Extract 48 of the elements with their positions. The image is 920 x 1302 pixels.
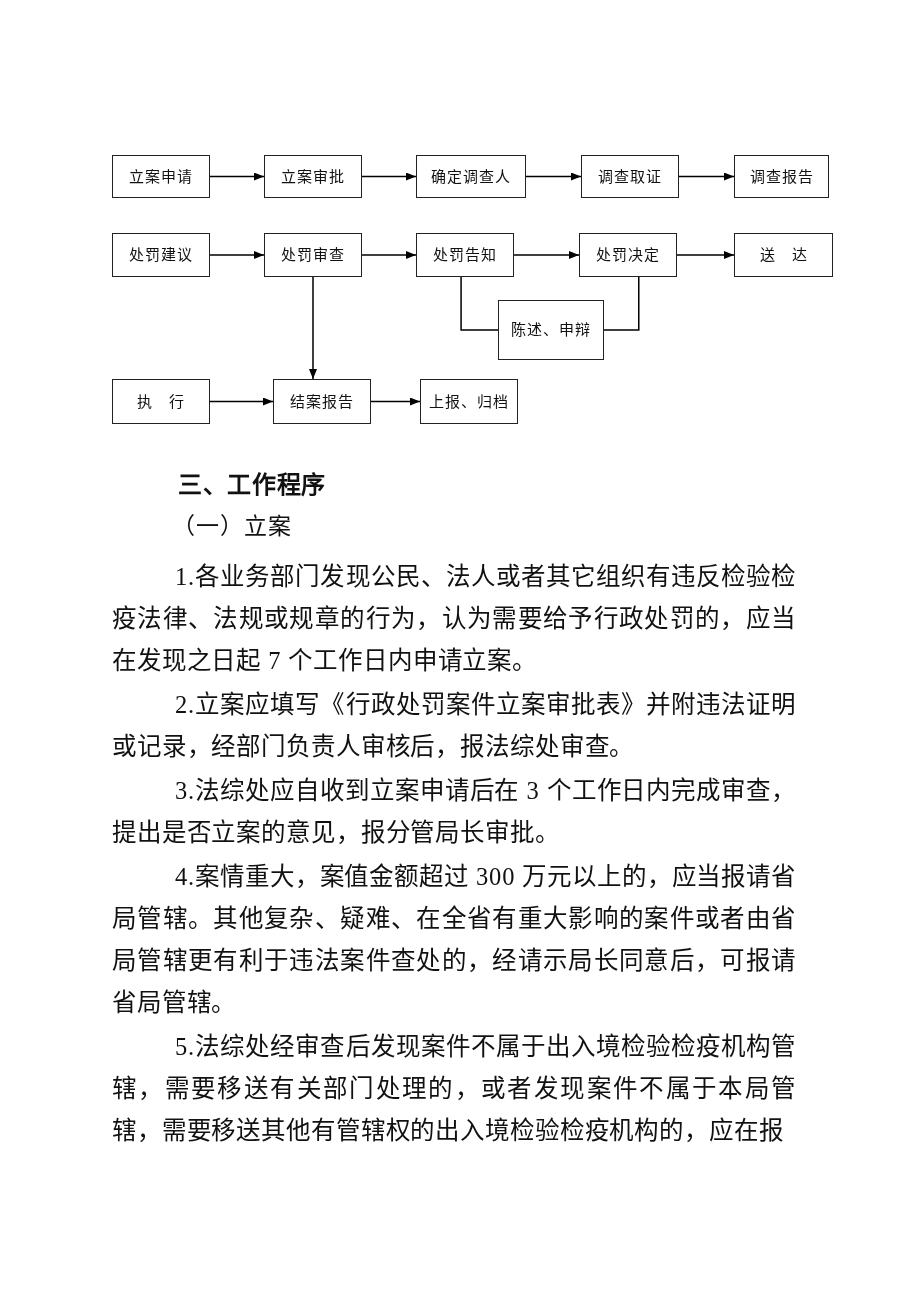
paragraph: 5.法综处经审查后发现案件不属于出入境检验检疫机构管辖，需要移送有关部门处理的，或者发现案件不属于本局管辖，需要移送其他有管辖权的出入境检验检疫机构的，应在报 (112, 1032, 796, 1146)
section-heading: 三、工作程序 (178, 471, 327, 500)
arrow (676, 251, 735, 259)
step-label: 调查报告 (749, 167, 814, 186)
arrow (209, 397, 274, 406)
arrow (513, 251, 580, 259)
step-label: 送 达 (759, 246, 808, 264)
process-box (416, 155, 526, 198)
process-box (264, 155, 362, 198)
process-box (734, 233, 833, 277)
subsection-heading: （一）立案 (172, 513, 292, 541)
step-label: 陈述、申辩 (511, 321, 591, 339)
arrow (361, 172, 417, 181)
step-label: 确定调查人 (431, 167, 511, 186)
step-label: 调查取证 (598, 167, 662, 186)
step-label: 结案报告 (290, 392, 354, 411)
process-box (734, 155, 829, 198)
step-label: 处罚建议 (129, 246, 193, 264)
process-box (112, 155, 210, 198)
process-box (273, 379, 371, 424)
arrow (678, 172, 735, 181)
paragraph: 2.立案应填写《行政处罚案件立案审批表》并附违法证明或记录，经部门负责人审核后，报法综处审查。 (112, 690, 796, 762)
connector-line (460, 276, 499, 331)
process-box (416, 233, 514, 277)
arrow (309, 276, 317, 380)
arrow (370, 397, 421, 406)
arrow (209, 251, 265, 259)
step-label: 立案审批 (281, 167, 345, 186)
step-label: 上报、归档 (429, 392, 509, 411)
paragraph: 3.法综处应自收到立案申请后在 3 个工作日内完成审查，提出是否立案的意见，报分管局长审批。 (112, 776, 796, 848)
paragraph: 4.案情重大，案值金额超过 300 万元以上的，应当报请省局管辖。其他复杂、疑难、在全省有重大影响的案件或者由省局管辖更有利于违法案件查处的，经请示局长同意后，可报请省局管辖。 (112, 862, 796, 1018)
step-label: 立案申请 (129, 167, 193, 186)
process-box (112, 233, 210, 277)
step-label: 处罚告知 (433, 246, 497, 264)
arrow (209, 172, 265, 181)
process-box (112, 379, 210, 424)
arrow (361, 251, 417, 259)
arrow (525, 172, 582, 181)
process-box (420, 379, 518, 424)
process-box (264, 233, 362, 277)
connector-line (603, 276, 640, 331)
process-box (579, 233, 677, 277)
step-label: 处罚审查 (281, 246, 345, 264)
paragraph: 1.各业务部门发现公民、法人或者其它组织有违反检验检疫法律、法规或规章的行为，认为需要给予行政处罚的，应当在发现之日起 7 个工作日内申请立案。 (112, 562, 796, 676)
step-label: 执 行 (137, 392, 185, 411)
process-box (581, 155, 679, 198)
step-label: 处罚决定 (596, 246, 660, 264)
process-box (498, 300, 604, 360)
